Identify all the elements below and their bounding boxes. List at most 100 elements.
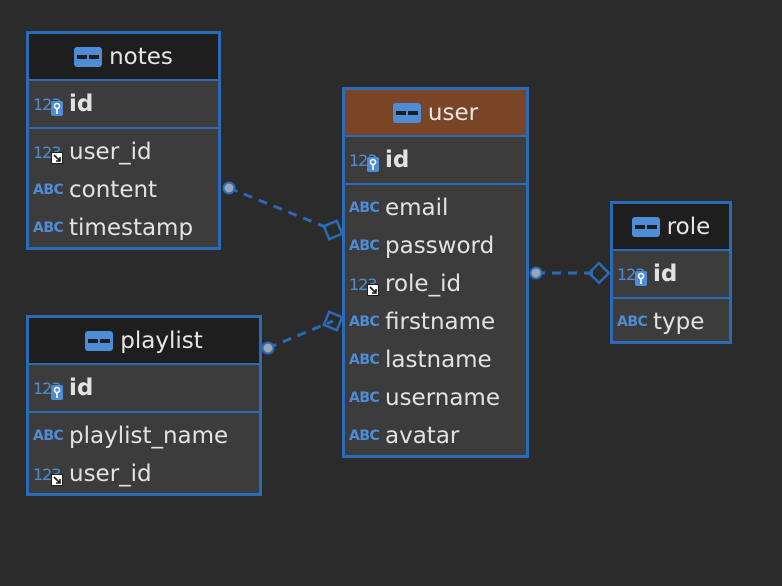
relation-origin-dot (222, 181, 236, 195)
type-label: ABC (349, 352, 380, 368)
type-label: ABC (617, 314, 648, 330)
column-row[interactable]: ABC lastname (345, 341, 526, 379)
column-name: lastname (385, 347, 492, 373)
entity-title: playlist (120, 327, 203, 354)
column-name: username (385, 385, 500, 411)
column-name: role_id (385, 271, 462, 297)
column-row[interactable]: ABC timestamp (29, 209, 218, 247)
type-label: ABC (349, 428, 380, 444)
numeric-type-icon: 123 (345, 272, 385, 296)
text-type-icon: ABC (345, 196, 385, 220)
text-type-icon: ABC (29, 216, 69, 240)
column-name: id (385, 147, 410, 173)
numeric-type-icon: 123 (29, 462, 69, 486)
column-name: playlist_name (69, 423, 229, 449)
type-label: ABC (349, 390, 380, 406)
table-icon (631, 216, 660, 237)
column-name: content (69, 177, 158, 203)
column-name: type (653, 309, 705, 335)
relation-notes-user[interactable] (222, 181, 344, 241)
entity-title: notes (109, 43, 173, 70)
numeric-type-icon: 123 (29, 376, 69, 400)
relation-origin-dot (261, 341, 275, 355)
column-name: email (385, 195, 449, 221)
text-type-icon: ABC (29, 424, 69, 448)
entity-header[interactable]: role (613, 204, 729, 251)
entity-header[interactable]: user (345, 90, 526, 137)
column-name: user_id (69, 461, 152, 487)
numeric-type-icon: 123 (345, 148, 385, 172)
table-icon (392, 102, 421, 123)
column-row[interactable]: ABC firstname (345, 303, 526, 341)
text-type-icon: ABC (345, 348, 385, 372)
relation-playlist-user[interactable] (261, 310, 344, 355)
column-name: user_id (69, 139, 152, 165)
column-name: avatar (385, 423, 460, 449)
entity-title: role (666, 213, 711, 240)
column-row[interactable]: ABC username (345, 379, 526, 417)
key-icon (51, 101, 63, 120)
text-type-icon: ABC (345, 234, 385, 258)
key-icon (51, 385, 63, 404)
column-row[interactable]: ABC type (613, 303, 729, 341)
relation-user-role[interactable] (529, 261, 611, 285)
key-icon (367, 157, 379, 176)
text-type-icon: ABC (29, 178, 69, 202)
relation-origin-dot (529, 266, 543, 280)
text-type-icon: ABC (345, 310, 385, 334)
column-row[interactable]: ABC playlist_name (29, 417, 259, 455)
type-label: ABC (33, 182, 64, 198)
column-name: id (69, 91, 94, 117)
relation-target-diamond (322, 219, 344, 241)
type-label: ABC (349, 314, 380, 330)
text-type-icon: ABC (613, 310, 653, 334)
column-name: id (69, 375, 94, 401)
column-row[interactable]: ABC password (345, 227, 526, 265)
numeric-type-icon: 123 (29, 140, 69, 164)
column-row[interactable]: ABC email (345, 189, 526, 227)
relation-target-diamond (587, 261, 611, 285)
link-icon (51, 471, 63, 490)
column-name: id (653, 261, 678, 287)
table-icon (85, 330, 114, 351)
link-icon (51, 149, 63, 168)
column-name: timestamp (69, 215, 194, 241)
type-label: ABC (33, 428, 64, 444)
relation-line (267, 319, 334, 350)
entity-header[interactable]: notes (29, 34, 218, 81)
column-list: ABC type (613, 299, 729, 341)
column-row[interactable]: ABC content (29, 171, 218, 209)
numeric-type-icon: 123 (29, 92, 69, 116)
table-icon (74, 46, 103, 67)
numeric-type-icon: 123 (613, 262, 653, 286)
relation-line (228, 186, 334, 232)
column-row[interactable]: ABC avatar (345, 417, 526, 455)
type-label: ABC (33, 220, 64, 236)
entity-header[interactable]: playlist (29, 318, 259, 365)
text-type-icon: ABC (345, 424, 385, 448)
type-label: ABC (349, 200, 380, 216)
relation-target-diamond (322, 310, 344, 332)
column-name: firstname (385, 309, 496, 335)
column-name: password (385, 233, 495, 259)
text-type-icon: ABC (345, 386, 385, 410)
link-icon (367, 281, 379, 300)
entity-title: user (427, 99, 479, 126)
key-icon (635, 271, 647, 290)
type-label: ABC (349, 238, 380, 254)
